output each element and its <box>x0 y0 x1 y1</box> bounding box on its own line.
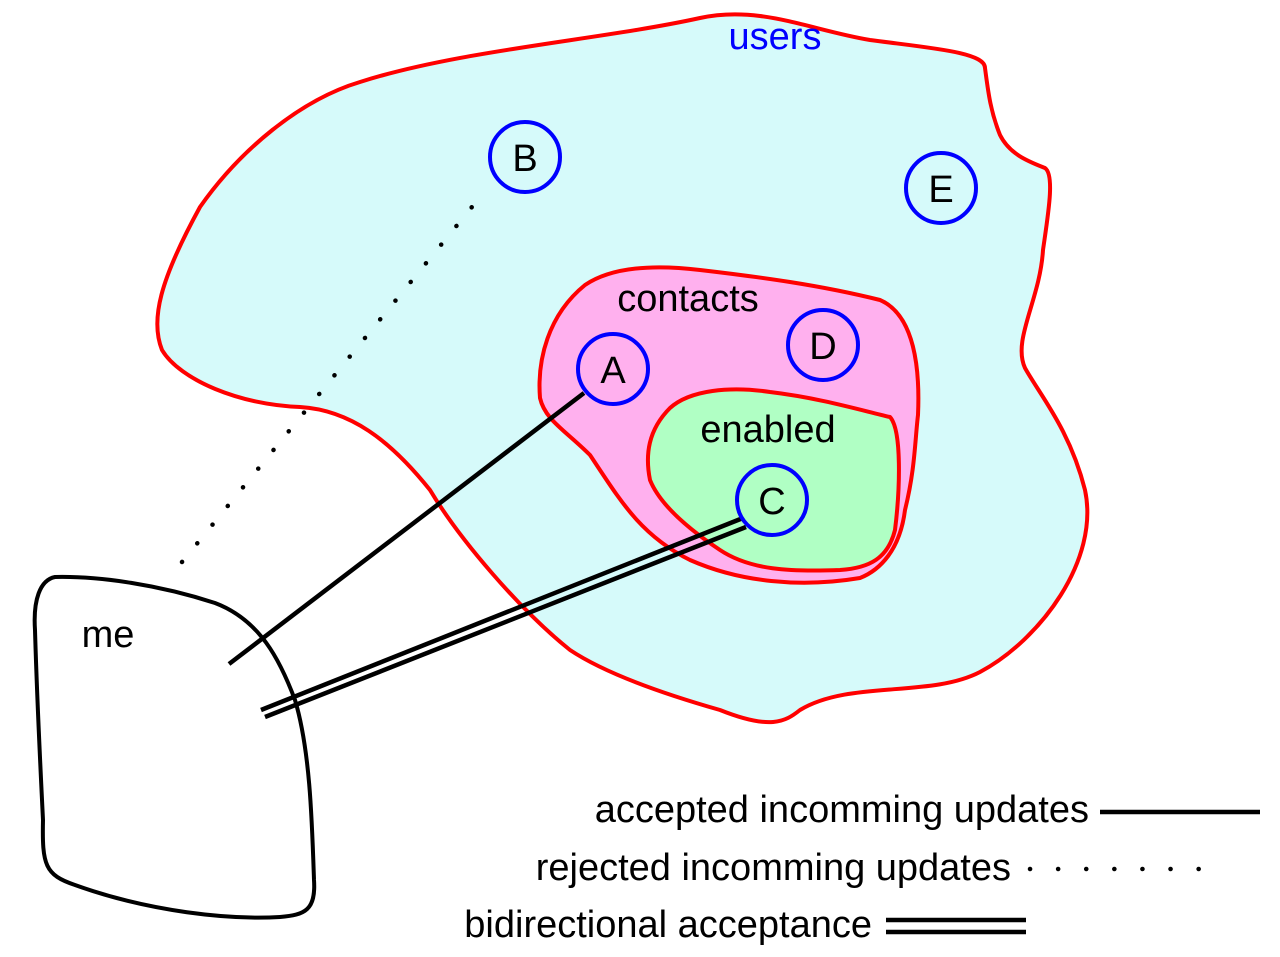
node-d: D <box>786 308 860 382</box>
node-b-label: B <box>512 138 537 180</box>
me-region: me <box>32 574 317 920</box>
enabled-region-shape <box>645 387 901 573</box>
node-d-circle <box>786 308 860 382</box>
node-e-label: E <box>928 169 953 211</box>
legend-rejected: rejected incomming updates <box>536 847 1213 889</box>
node-d-label: D <box>809 326 836 368</box>
edge-me-to-c-bidirectional-1 <box>260 515 744 713</box>
legend-bidirectional-label: bidirectional acceptance <box>464 904 872 946</box>
enabled-label: enabled <box>700 409 835 451</box>
node-c-circle <box>735 463 809 537</box>
node-b-circle <box>488 120 562 194</box>
me-label: me <box>82 614 135 656</box>
node-a: A <box>576 332 650 406</box>
legend-rejected-label: rejected incomming updates <box>536 847 1011 889</box>
edge-me-to-b-rejected <box>179 199 479 565</box>
node-e-circle <box>904 151 978 225</box>
legend: accepted incomming updates rejected inco… <box>464 789 1260 946</box>
legend-bidirectional: bidirectional acceptance <box>464 904 1026 946</box>
legend-accepted: accepted incomming updates <box>595 789 1260 831</box>
users-label: users <box>729 16 822 58</box>
node-c: C <box>735 463 809 537</box>
edge-me-to-c-bidirectional-2 <box>264 524 747 720</box>
node-e: E <box>904 151 978 225</box>
nodes: A B C D E <box>488 120 978 537</box>
node-a-circle <box>576 332 650 406</box>
legend-accepted-label: accepted incomming updates <box>595 789 1089 831</box>
me-region-shape <box>32 574 317 920</box>
node-b: B <box>488 120 562 194</box>
edge-me-to-a-accepted <box>227 391 586 666</box>
node-a-label: A <box>600 350 626 392</box>
edges <box>179 199 747 720</box>
enabled-region: enabled <box>645 387 901 573</box>
node-c-label: C <box>758 481 785 523</box>
contacts-label: contacts <box>617 278 759 320</box>
